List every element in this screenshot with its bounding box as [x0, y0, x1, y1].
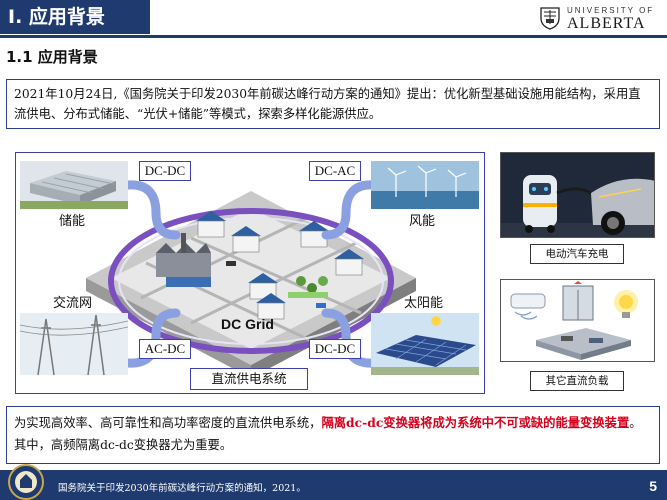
power-lines-photo	[19, 313, 129, 376]
dc-loads-photo	[500, 279, 655, 362]
footer-reference: 国务院关于印发2030年前碳达峰行动方案的通知，2021。	[58, 483, 306, 494]
converter-label-top-left: DC-DC	[139, 161, 191, 181]
slide-title: I. 应用背景	[0, 0, 150, 34]
air-conditioner-icon	[510, 293, 546, 320]
page-number: 5	[649, 478, 657, 494]
dc-grid-label: DC Grid	[221, 316, 274, 332]
ev-charging-photo	[500, 152, 655, 238]
header-rule	[0, 35, 667, 38]
crest-icon	[540, 7, 560, 30]
intro-text: 2021年10月24日,《国务院关于印发2030年前碳达峰行动方案的通知》提出：…	[14, 87, 641, 121]
ev-charger-icon	[501, 153, 654, 237]
dc-grid-illustration	[19, 161, 479, 378]
car-icon	[316, 303, 326, 308]
house-icon	[231, 226, 261, 253]
house-icon	[299, 221, 329, 248]
connector-arc-bottom-right	[321, 308, 379, 368]
conclusion-text-part1: 为实现高效率、高可靠性和高功率密度的直流供电系统，	[14, 416, 322, 430]
ev-caption: 电动汽车充电	[530, 244, 624, 264]
conclusion-box: 为实现高效率、高可靠性和高功率密度的直流供电系统，隔离dc-dc变换器将成为系统…	[6, 406, 660, 464]
connector-arc-bottom-left	[123, 308, 181, 368]
university-label: UNIVERSITY OF	[567, 6, 655, 15]
wind-farm-photo	[371, 161, 479, 209]
converter-label-bottom-left: AC-DC	[139, 339, 191, 359]
converter-label-top-right: DC-AC	[309, 161, 361, 181]
elevator-icon	[562, 281, 594, 321]
dc-grid-diagram: DC-DC DC-AC AC-DC DC-DC 储能 风能 交流网 太阳能 DC…	[15, 152, 485, 394]
house-icon	[256, 293, 286, 320]
dc-loads-caption: 其它直流负载	[530, 371, 624, 391]
factory-icon	[156, 233, 211, 287]
ac-grid-label: 交流网	[53, 296, 93, 311]
converter-label-bottom-right: DC-DC	[309, 339, 361, 359]
server-board-icon	[536, 328, 631, 360]
diagram-caption: 直流供电系统	[190, 368, 308, 390]
lightbulb-icon	[614, 290, 638, 318]
solar-farm-photo	[371, 313, 479, 375]
energy-storage-photo	[20, 161, 128, 209]
solar-label: 太阳能	[404, 296, 444, 311]
intro-text-box: 2021年10月24日,《国务院关于印发2030年前碳达峰行动方案的通知》提出：…	[6, 79, 660, 129]
dc-ring	[108, 208, 394, 354]
university-logo: UNIVERSITY OF ALBERTA	[535, 4, 663, 32]
conclusion-highlight: 隔离dc-dc变换器将成为系统中不可或缺的能量变换装置	[321, 415, 630, 430]
house-icon	[196, 211, 226, 238]
storage-label: 储能	[59, 214, 86, 229]
footer-bar	[0, 470, 667, 500]
house-icon	[334, 249, 364, 276]
connector-arc-top-right	[321, 180, 379, 240]
wind-label: 风能	[409, 214, 436, 229]
conclusion-text-part2: 。其中，高频隔离dc-dc变换器尤为重要。	[14, 416, 642, 452]
park-icon	[288, 276, 328, 298]
university-name: ALBERTA	[567, 15, 646, 32]
section-heading: 1.1 应用背景	[6, 48, 98, 66]
university-seal-icon	[8, 464, 44, 500]
car-icon	[226, 261, 236, 266]
connector-arc-top-left	[123, 180, 181, 240]
